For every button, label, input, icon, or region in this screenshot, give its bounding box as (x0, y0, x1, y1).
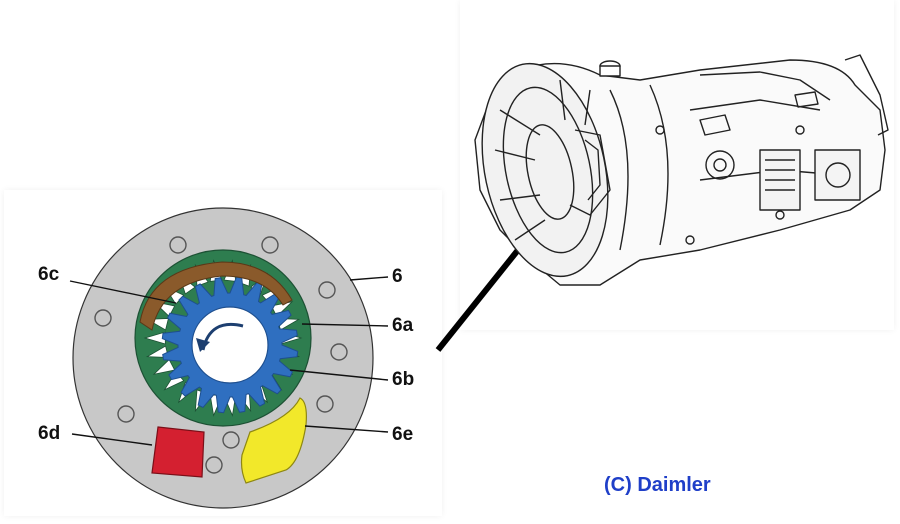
bolt-hole (316, 395, 334, 413)
bolt-hole (261, 236, 279, 254)
label-6: 6 (392, 266, 403, 287)
leader-6d (71, 433, 153, 446)
bolt-hole (330, 343, 348, 361)
bolt-hole (117, 405, 135, 423)
leader-lines (69, 276, 389, 446)
bolt-hole (205, 456, 223, 474)
leader-6 (349, 276, 389, 281)
rotation-arrowhead (196, 338, 210, 352)
transmission-illustration (474, 54, 889, 286)
label-6c: 6c (38, 264, 60, 285)
inner-gear-hub (191, 306, 269, 384)
bolt-hole (169, 236, 187, 254)
suction-port-6d (151, 426, 205, 478)
leader-6c (69, 280, 177, 304)
label-6a: 6a (392, 315, 414, 336)
outer-gear-tooth (152, 358, 176, 375)
bolt-hole (222, 431, 240, 449)
label-6b: 6b (392, 369, 414, 390)
copyright-credit: (C) Daimler (604, 474, 711, 496)
leader-6e (304, 425, 389, 433)
pressure-port-6e (240, 397, 307, 484)
bolt-hole (94, 309, 112, 327)
leader-6a (301, 323, 389, 327)
leader-6b (289, 369, 389, 381)
bolt-holes (94, 236, 348, 474)
label-6d: 6d (38, 423, 60, 444)
bolt-hole (318, 281, 336, 299)
crescent (139, 261, 293, 331)
label-6e: 6e (392, 424, 413, 445)
oil-pump-diagram: 6c 6 6a 6b 6d 6e (38, 207, 414, 509)
